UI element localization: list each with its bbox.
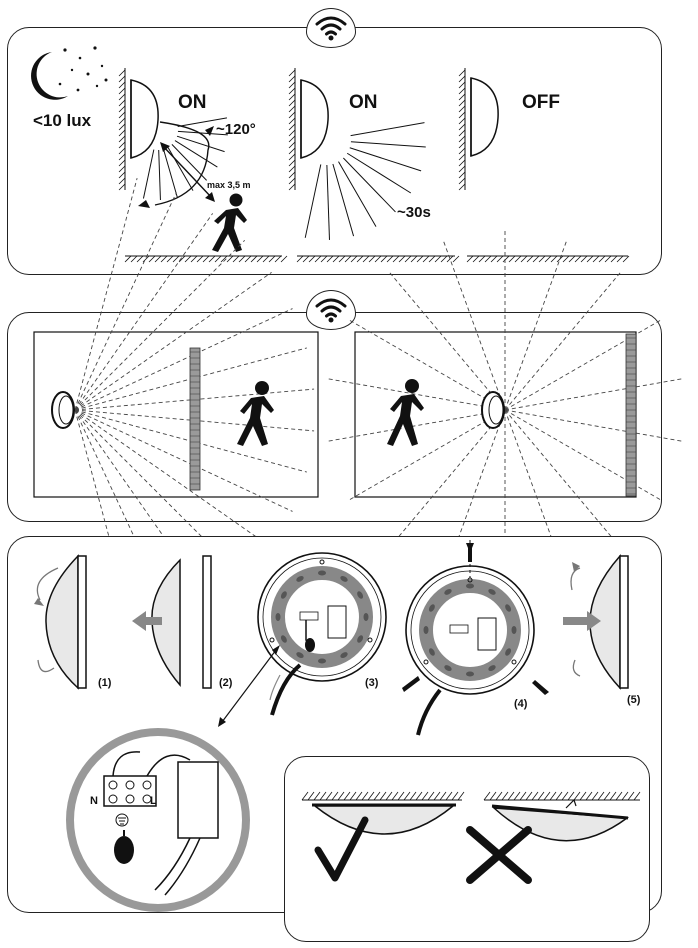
step3-lamp-base [257, 552, 387, 716]
panel-mounting-check [284, 756, 650, 942]
correct-mounting [301, 791, 465, 882]
lamp-front-right [481, 391, 505, 429]
step-label-4: (4) [514, 698, 528, 710]
step-label-3: (3) [365, 677, 379, 689]
moon-icon [31, 46, 108, 100]
delay-label: ~30s [397, 204, 431, 221]
cross-mark-icon [466, 826, 532, 884]
terminal-l-label: L [150, 795, 157, 807]
wiring-detail-zoom [66, 728, 250, 912]
walking-person-icon [387, 379, 424, 446]
motion-sensor-icon [315, 298, 347, 323]
step4-lamp-base [402, 540, 549, 736]
state-on-2: ON [349, 92, 378, 113]
state-off: OFF [522, 92, 560, 113]
sensor-badge-middle [306, 290, 356, 330]
state-on-1: ON [178, 92, 207, 113]
motion-sensor-icon [315, 16, 347, 41]
lux-label: <10 lux [33, 111, 92, 130]
walking-person-icon [212, 193, 247, 252]
step2-lamp [132, 555, 212, 689]
brick-wall-right [625, 333, 637, 497]
terminal-n-label: N [90, 795, 98, 807]
lamp-side-on-2 [300, 79, 329, 159]
panel-motion-sequence [7, 27, 662, 275]
lamp-side-off [470, 77, 499, 157]
walking-person-icon [237, 381, 274, 446]
check-mark-icon [314, 816, 369, 882]
lamp-side-on-1 [130, 79, 159, 159]
brick-wall-left [189, 347, 201, 491]
angle-label: ~120° [216, 121, 256, 138]
step-label-2: (2) [219, 677, 233, 689]
step1-lamp [34, 554, 87, 690]
step-label-5: (5) [627, 694, 641, 706]
step-label-1: (1) [98, 677, 112, 689]
step5-lamp [563, 554, 629, 690]
incorrect-mounting [466, 791, 641, 884]
sensor-badge-top [306, 8, 356, 48]
distance-label: max 3,5 m [207, 180, 251, 190]
lamp-front-left [51, 391, 75, 429]
